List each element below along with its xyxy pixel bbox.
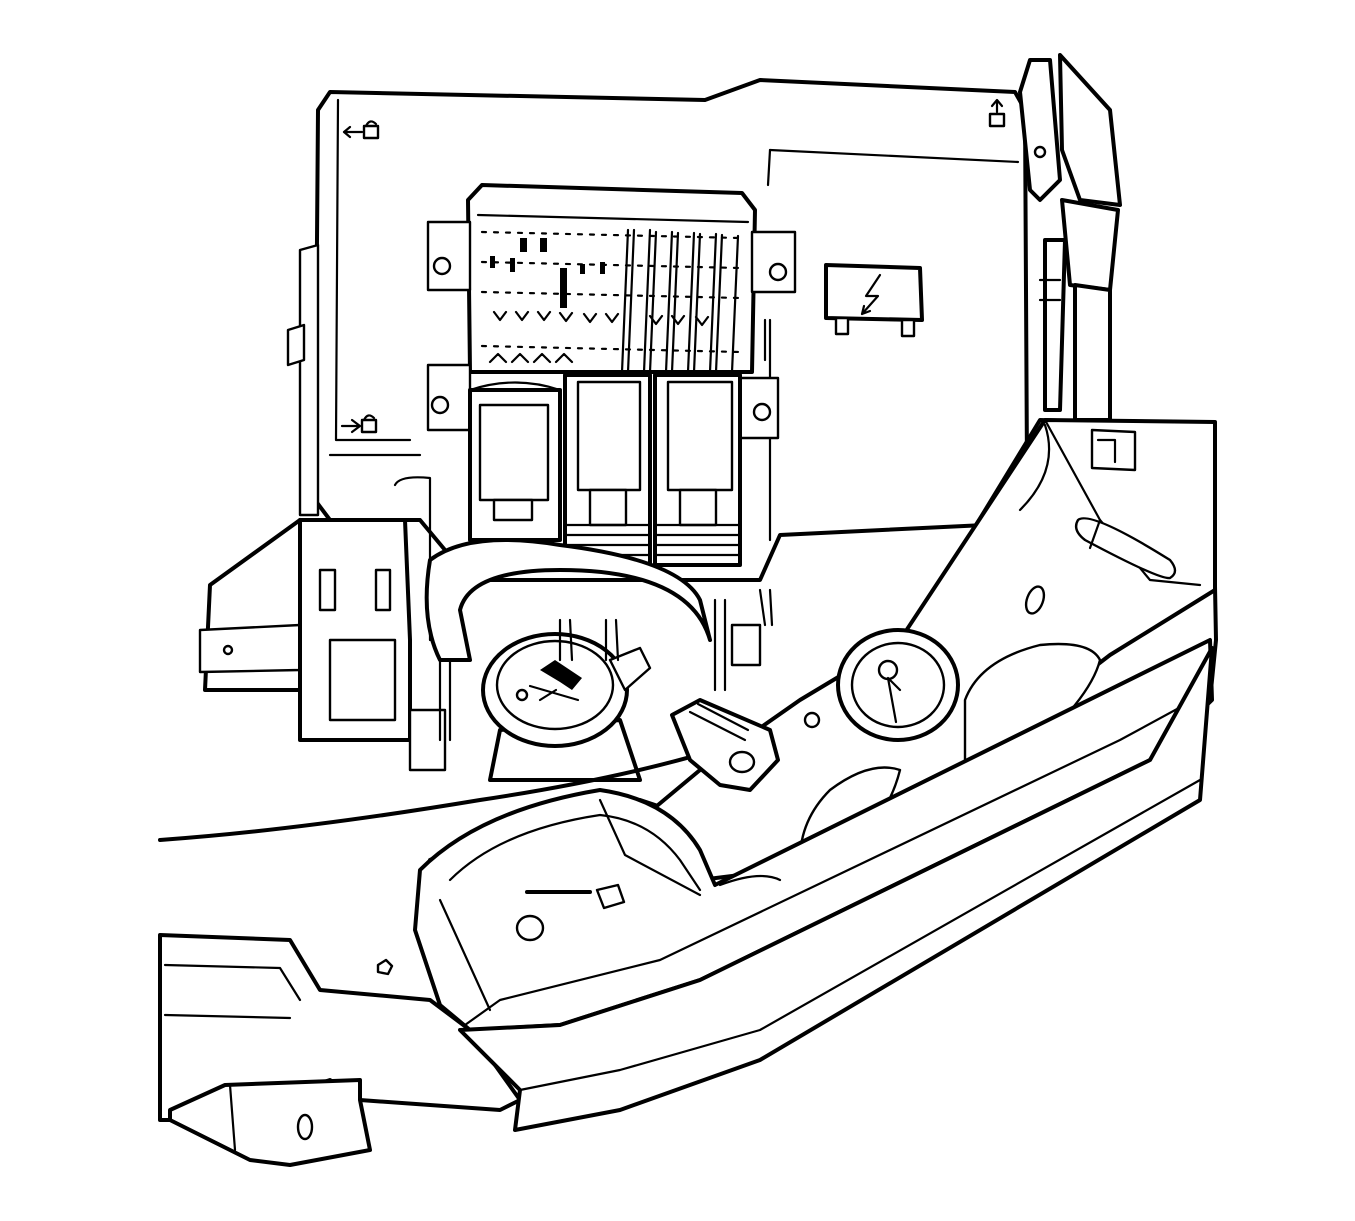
wiring-harness (438, 598, 727, 742)
lower-cross-member (376, 638, 1214, 1132)
unlock-arrow-icon (340, 414, 378, 434)
fuse-panel (426, 183, 797, 440)
relay (824, 263, 924, 338)
clip (730, 588, 774, 667)
right-panels (1018, 53, 1122, 422)
connector-left (468, 381, 562, 542)
washer-fluid-symbol-icon (528, 660, 582, 702)
harness-clip (670, 698, 780, 792)
unlock-arrow-icon (988, 98, 1006, 128)
connector-middle (563, 373, 652, 567)
washer-filler-neck (424, 538, 712, 782)
lightning-bolt-icon (860, 273, 882, 316)
lower-left-frame-rail (158, 933, 522, 1167)
left-bracket (198, 476, 447, 772)
unlock-arrow-icon (342, 120, 380, 140)
connector-right (653, 373, 742, 567)
